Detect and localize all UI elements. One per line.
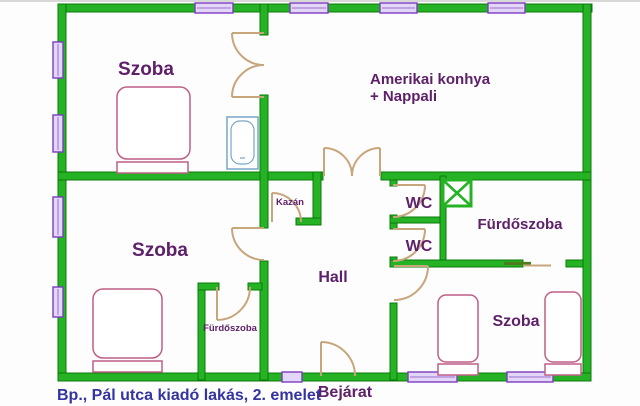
bed [544,291,582,363]
wall-segment [197,282,220,291]
wall-segment [259,3,269,36]
shaft-diagonal [443,180,471,206]
bed-footboard [92,360,163,373]
wall-right [582,3,592,382]
entrance-door [320,341,356,377]
door-bath-small [216,286,251,321]
label-room-top-left: Szoba [118,59,174,80]
wall-segment [380,171,592,181]
door-wc2 [392,228,426,262]
wall-segment [57,171,324,181]
door-boiler [271,192,302,223]
bed [437,294,479,363]
bed-footboard [116,161,189,174]
label-room-bottom-right: Szoba [492,313,539,330]
vent-shaft [441,178,473,208]
wall-bottom [57,372,592,382]
bed [92,288,163,359]
windows [52,2,554,383]
wall-segment [312,171,322,226]
label-bathroom-right: Fürdőszoba [478,216,564,233]
double-door-kitchen [323,147,381,177]
bathtub-rim [226,116,259,170]
wall-segment [259,94,269,229]
label-entrance: Bejárat [318,384,373,401]
wall-segment [247,282,263,291]
label-kitchen-line1: Amerikai konhya [370,71,491,88]
window [281,371,303,383]
label-wc1: WC [406,195,433,212]
wall-segment [389,216,447,224]
screen-edge [0,0,640,2]
doors [216,32,551,377]
bathtub [226,116,259,170]
bed-footboard [437,363,479,376]
label-wc2: WC [406,238,433,255]
label-bathroom-small: Fürdőszoba [203,323,258,334]
wall-segment [389,302,398,381]
furniture [92,86,582,376]
door-wc1 [392,184,426,218]
room-labels: Szoba Amerikai konhya + Nappali Szoba Ka… [118,59,563,401]
wall-segment [259,260,269,381]
caption: Bp., Pál utca kiadó lakás, 2. emelet [57,387,322,404]
interior-walls [57,3,592,381]
label-hall: Hall [318,269,347,286]
label-room-mid-left: Szoba [132,240,188,261]
label-boiler: Kazán [276,197,304,208]
wall-segment [565,259,584,268]
double-door-room1 [231,32,265,98]
bed-footboard [544,363,582,376]
door-room2 [231,227,265,261]
bathtub-basin [230,120,255,165]
door-room3 [393,265,429,301]
label-kitchen-line2: + Nappali [370,88,437,105]
bed [116,86,191,160]
wall-segment [295,217,322,226]
